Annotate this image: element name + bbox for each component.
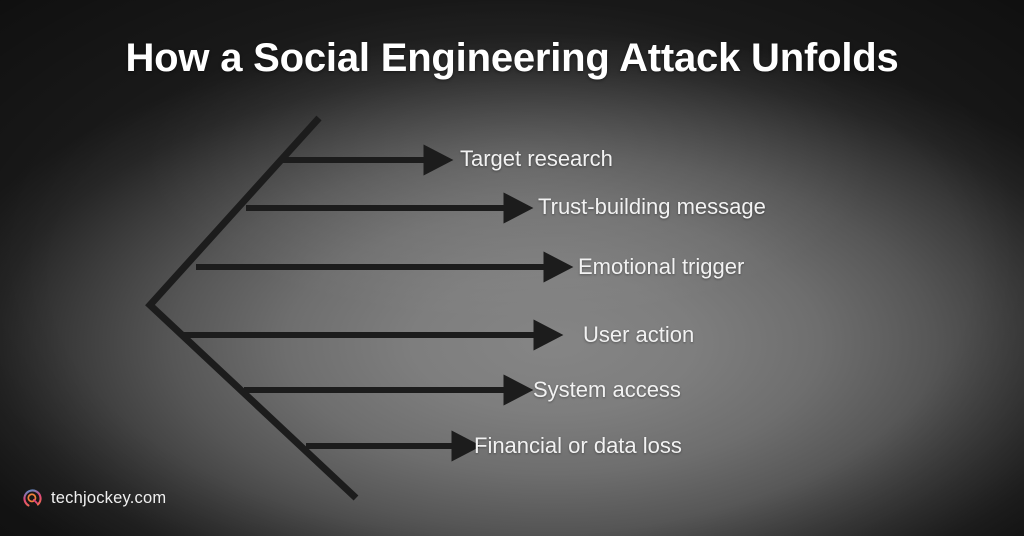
step-label-2: Trust-building message <box>538 194 766 219</box>
page-title: How a Social Engineering Attack Unfolds <box>125 36 899 80</box>
watermark-text: techjockey.com <box>51 489 167 507</box>
spine-group <box>145 115 359 501</box>
step-label-3: Emotional trigger <box>578 254 745 279</box>
arrows-group <box>182 144 574 462</box>
fishbone-spine <box>145 115 359 501</box>
step-label-1: Target research <box>460 146 613 171</box>
step-label-5: System access <box>533 377 681 402</box>
watermark: techjockey.com <box>22 488 166 509</box>
step-label-6: Financial or data loss <box>474 433 682 458</box>
techjockey-at-logo-icon <box>23 489 42 508</box>
step-label-4: User action <box>583 322 695 347</box>
